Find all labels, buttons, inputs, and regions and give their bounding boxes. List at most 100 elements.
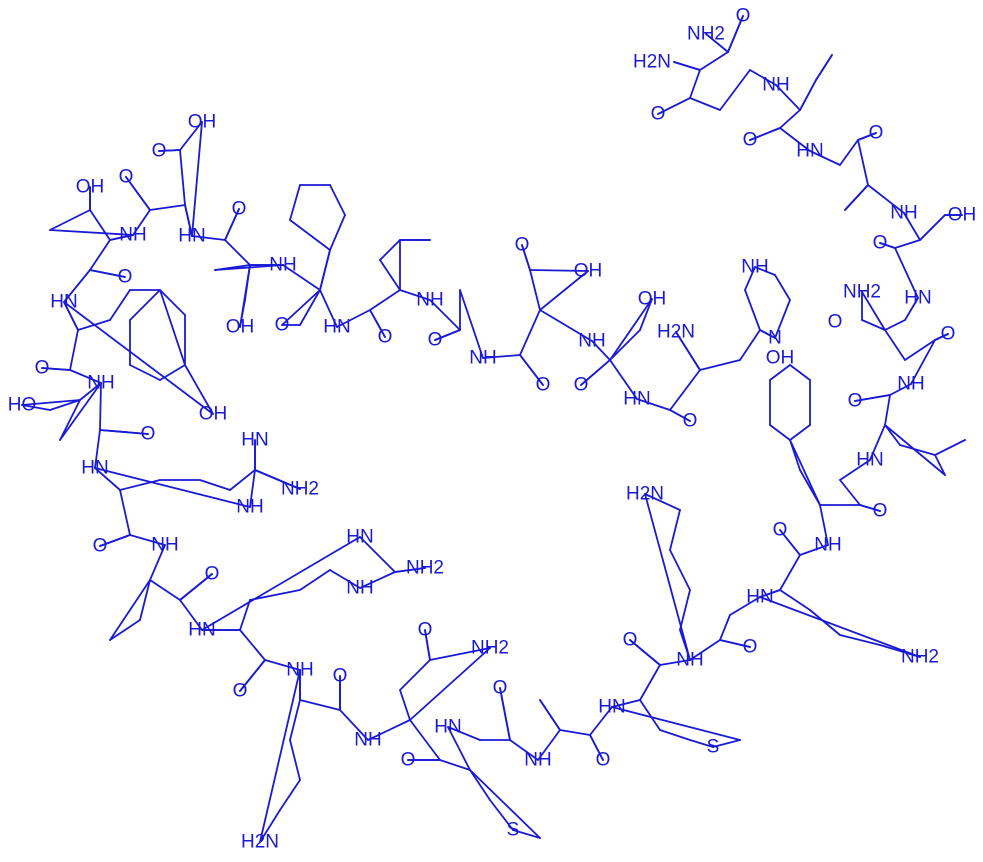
atom-label: NH2	[687, 24, 725, 45]
atom-label: O	[515, 235, 530, 256]
bond	[21, 399, 81, 406]
bond	[789, 364, 811, 381]
bond	[289, 739, 301, 781]
bond	[611, 699, 641, 708]
bond	[41, 367, 71, 371]
bond	[94, 467, 121, 491]
bond	[21, 404, 51, 411]
atom-label: NH	[578, 331, 605, 352]
bond	[779, 554, 801, 591]
bond	[775, 84, 801, 111]
bond	[159, 289, 186, 316]
atom-label: H2N	[633, 52, 671, 73]
bond	[609, 359, 638, 400]
bond	[359, 571, 396, 589]
atom-label: NH	[524, 750, 551, 771]
bond	[89, 269, 126, 278]
bond	[249, 469, 256, 508]
bond	[779, 127, 811, 152]
bond	[289, 699, 301, 741]
bond	[289, 219, 331, 251]
bond	[125, 176, 151, 211]
atom-label: HN	[178, 226, 205, 247]
atom-label: S	[707, 737, 720, 758]
bond	[769, 364, 791, 381]
bond	[282, 264, 321, 291]
bond	[774, 299, 791, 339]
bond	[910, 339, 936, 385]
bond	[249, 589, 301, 601]
atom-label: O	[828, 312, 843, 333]
bond	[329, 184, 346, 216]
bond	[239, 629, 266, 661]
bond	[409, 647, 491, 721]
bond	[63, 301, 214, 415]
bond	[279, 779, 301, 811]
bond	[201, 536, 361, 631]
bond	[519, 354, 544, 386]
bond	[889, 383, 912, 396]
atom-label: NH	[676, 650, 703, 671]
bond	[469, 769, 541, 839]
bond	[179, 149, 186, 206]
bond	[139, 579, 151, 621]
atom-label: NH2	[471, 638, 509, 659]
atom-label: OH	[574, 261, 603, 282]
bond	[744, 266, 756, 291]
bond	[59, 382, 102, 441]
atom-label: NH	[416, 290, 443, 311]
bond	[611, 706, 741, 741]
bond	[779, 109, 801, 129]
bond	[179, 573, 213, 601]
bond	[399, 659, 431, 691]
bond	[94, 429, 101, 469]
bond	[239, 599, 251, 631]
bond	[591, 340, 611, 361]
bond	[149, 544, 166, 581]
bond	[129, 534, 166, 546]
bond	[719, 614, 731, 641]
atom-label: NH	[236, 497, 263, 518]
bond	[159, 289, 186, 366]
bond	[329, 569, 361, 589]
bond	[149, 204, 186, 211]
bond	[844, 184, 869, 211]
bond	[539, 699, 561, 731]
atom-label: O	[333, 666, 348, 687]
bond	[369, 289, 401, 311]
bond	[158, 149, 181, 152]
bond	[884, 424, 946, 476]
atom-label: O	[869, 123, 884, 144]
bond	[934, 454, 946, 476]
bond	[749, 127, 781, 141]
bond	[779, 529, 801, 556]
bond	[99, 534, 131, 547]
bond	[854, 394, 891, 402]
bond	[712, 739, 741, 748]
bond	[754, 266, 776, 276]
bond	[521, 244, 531, 271]
bond	[434, 329, 461, 341]
atom-labels: NH2OH2NONHOHNONHOOHNH2OHNONHOHNOOHONHHNO…	[8, 6, 977, 853]
bond	[789, 424, 811, 441]
atom-label: NH2	[406, 558, 444, 579]
bond	[394, 567, 426, 573]
bond	[329, 214, 346, 251]
atom-label: O	[141, 424, 156, 445]
atom-label: H2N	[657, 322, 695, 343]
bond	[819, 504, 829, 546]
atom-label: NH	[469, 348, 496, 369]
bond	[489, 799, 514, 831]
bond	[109, 619, 141, 641]
atom-label: OH	[948, 205, 977, 226]
bond	[689, 739, 714, 748]
bond	[559, 729, 591, 736]
bond	[636, 398, 671, 411]
bond	[774, 274, 791, 301]
bond	[669, 369, 701, 411]
atom-label: O	[773, 520, 788, 541]
bond	[281, 289, 321, 326]
bond	[447, 726, 481, 741]
bond	[539, 309, 593, 342]
